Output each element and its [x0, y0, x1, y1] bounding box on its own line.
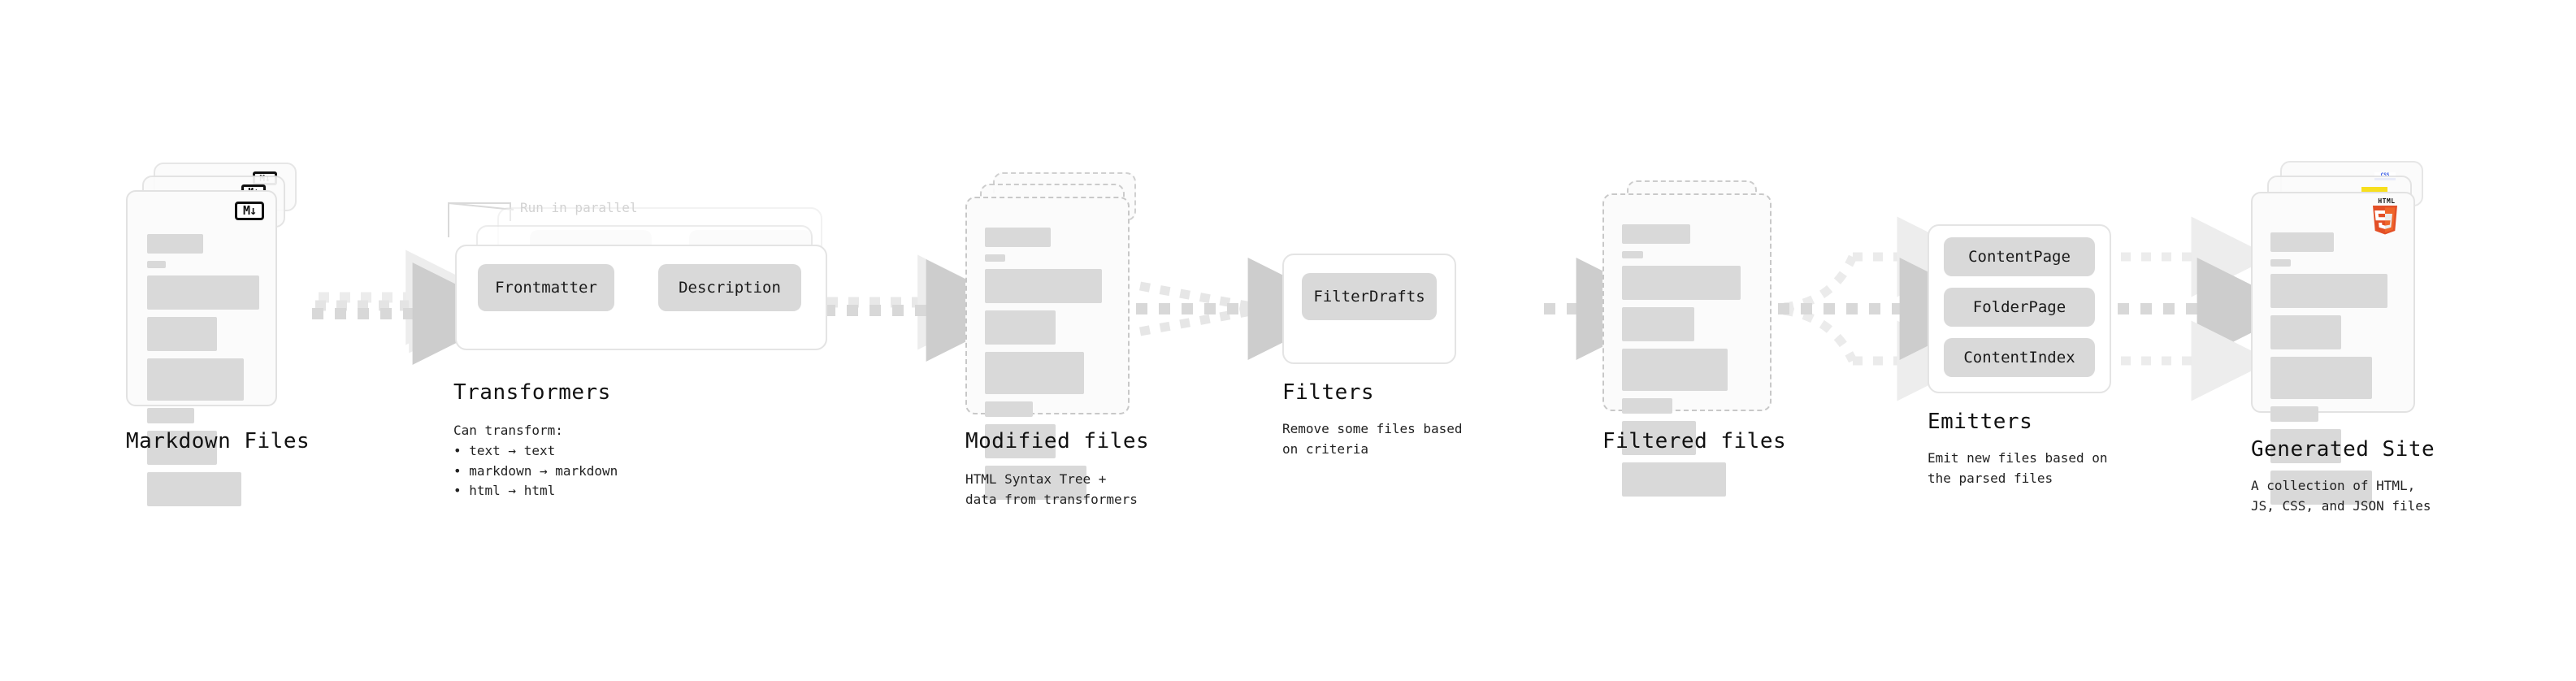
- pill-folderpage[interactable]: FolderPage: [1944, 288, 2095, 327]
- skeleton-lines: [2270, 232, 2397, 505]
- skeleton-bar: [1622, 398, 1672, 414]
- skeleton-bar: [1622, 307, 1695, 341]
- skeleton-bar: [2270, 471, 2372, 505]
- skeleton-lines: [985, 228, 1112, 500]
- skeleton-bar: [2270, 357, 2372, 399]
- skeleton-bar: [2270, 315, 2342, 349]
- skeleton-bar: [2270, 274, 2387, 308]
- markdown-badge: M↓: [235, 202, 264, 220]
- html5-badge-wordmark: HTML: [2378, 197, 2396, 205]
- skeleton-bar: [985, 466, 1086, 500]
- transformers-list-lead: Can transform:: [453, 423, 563, 438]
- subtitle-generated-site: A collection of HTML, JS, CSS, and JSON …: [2251, 478, 2431, 514]
- modified-file-stack: [965, 172, 1144, 500]
- skeleton-bar: [2270, 429, 2342, 463]
- skeleton-bar: [1622, 462, 1726, 497]
- pill-description[interactable]: Description: [658, 264, 801, 311]
- caption-filtered-files: Filtered files: [1602, 429, 1787, 453]
- html5-shield-icon: [2373, 206, 2397, 235]
- arrow-markdown-to-transformers: [312, 249, 515, 365]
- skeleton-lines: [1622, 224, 1754, 497]
- skeleton-bar: [2270, 259, 2291, 267]
- skeleton-bar: [147, 358, 244, 401]
- stage-emitters[interactable]: ContentPage FolderPage ContentIndex: [1928, 224, 2111, 393]
- skeleton-bar: [147, 234, 203, 254]
- skeleton-bar: [985, 352, 1084, 394]
- skeleton-bar: [2270, 406, 2319, 422]
- skeleton-bar: [147, 261, 167, 268]
- skeleton-bar: [147, 317, 217, 351]
- skeleton-bar: [2270, 232, 2334, 252]
- skeleton-bar: [1622, 251, 1643, 258]
- pill-frontmatter[interactable]: Frontmatter: [478, 264, 614, 311]
- caption-markdown-files: Markdown Files: [126, 429, 310, 453]
- caption-generated-site: Generated Site: [2251, 437, 2435, 462]
- generated-site-stack: CSS HTML: [2251, 161, 2438, 505]
- caption-modified-files: Modified files: [965, 429, 1150, 453]
- skeleton-bar: [1622, 224, 1691, 244]
- skeleton-bar: [147, 275, 259, 310]
- skeleton-bar: [147, 431, 217, 465]
- doc-sheet-front: [965, 197, 1130, 500]
- skeleton-bar: [1622, 266, 1741, 300]
- arrow-emitters-to-site: [2118, 216, 2300, 401]
- pill-contentpage[interactable]: ContentPage: [1944, 237, 2095, 276]
- run-in-parallel-label: Run in parallel: [520, 200, 638, 215]
- arrow-transformers-to-modified: [824, 254, 1029, 362]
- skeleton-bar: [1622, 349, 1728, 391]
- doc-sheet-front: HTML: [2251, 192, 2415, 505]
- caption-emitters: Emitters: [1928, 410, 2033, 434]
- stage-markdown-files[interactable]: M↓ M↓ M↓: [126, 163, 305, 506]
- transformers-capability-list: Can transform: text → text markdown → ma…: [453, 421, 618, 501]
- subtitle-modified-files: HTML Syntax Tree + data from transformer…: [965, 471, 1138, 507]
- filtered-file-stack: [1602, 180, 1781, 497]
- list-item: text → text: [453, 441, 618, 462]
- stage-filtered-files[interactable]: [1602, 180, 1781, 497]
- doc-sheet-front: [1602, 193, 1772, 497]
- skeleton-bar: [985, 228, 1052, 247]
- list-item: markdown → markdown: [453, 462, 618, 482]
- list-item: html → html: [453, 481, 618, 501]
- caption-filters: Filters: [1282, 380, 1375, 405]
- skeleton-bar: [985, 310, 1056, 345]
- pill-filterdrafts[interactable]: FilterDrafts: [1302, 273, 1437, 320]
- skeleton-bar: [147, 408, 194, 423]
- markdown-file-stack: M↓ M↓ M↓: [126, 163, 305, 506]
- transformers-list: text → text markdown → markdown html → h…: [453, 441, 618, 501]
- arrow-filtered-to-emitters: [1778, 216, 2002, 401]
- doc-sheet-front: M↓: [126, 190, 277, 506]
- subtitle-emitters: Emit new files based on the parsed files: [1928, 450, 2108, 486]
- stage-generated-site[interactable]: CSS HTML: [2251, 161, 2438, 505]
- skeleton-bar: [985, 269, 1102, 303]
- skeleton-bar: [985, 424, 1056, 458]
- caption-transformers: Transformers: [453, 380, 611, 405]
- stage-modified-files[interactable]: [965, 172, 1144, 500]
- pill-contentindex[interactable]: ContentIndex: [1944, 338, 2095, 377]
- arrow-modified-to-filters: [1136, 258, 1351, 360]
- skeleton-bar: [147, 472, 241, 506]
- stage-transformers[interactable]: Frontmatter Description: [455, 207, 837, 354]
- subtitle-filters: Remove some files based on criteria: [1282, 421, 1463, 457]
- skeleton-bar: [985, 254, 1005, 262]
- skeleton-lines: [147, 234, 259, 506]
- html5-badge: HTML: [2371, 198, 2402, 237]
- skeleton-bar: [1622, 421, 1696, 455]
- skeleton-bar: [985, 401, 1034, 417]
- stage-filters[interactable]: FilterDrafts: [1282, 254, 1456, 364]
